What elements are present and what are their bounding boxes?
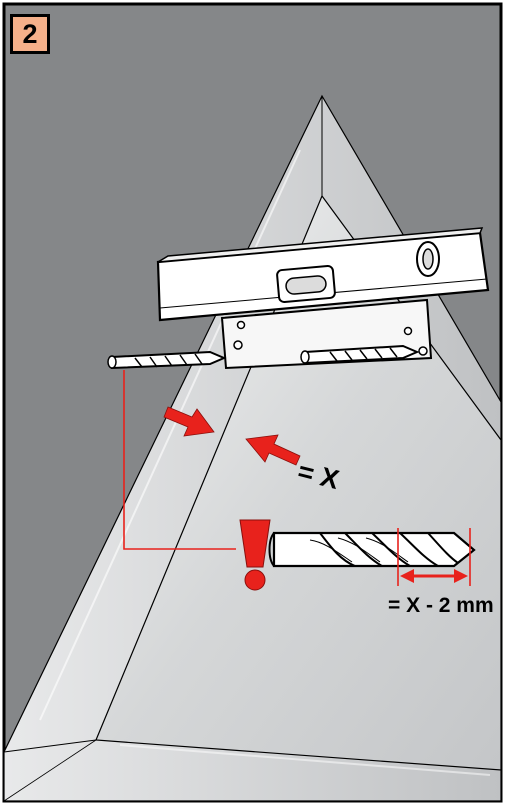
drill-size-label: = X - 2 mm [388, 594, 494, 617]
arrow-icon [245, 434, 301, 466]
warning-exclamation-icon [239, 519, 271, 591]
arrow-icon [163, 406, 215, 437]
drill-bit-icon [300, 344, 420, 365]
measure-guide-line [123, 370, 236, 550]
spirit-level-icon [156, 227, 490, 322]
drill-bit-icon [107, 350, 227, 370]
drill-bit-icon [268, 528, 476, 586]
step-number-badge: 2 [10, 14, 50, 54]
dimension-arrow [400, 569, 468, 583]
